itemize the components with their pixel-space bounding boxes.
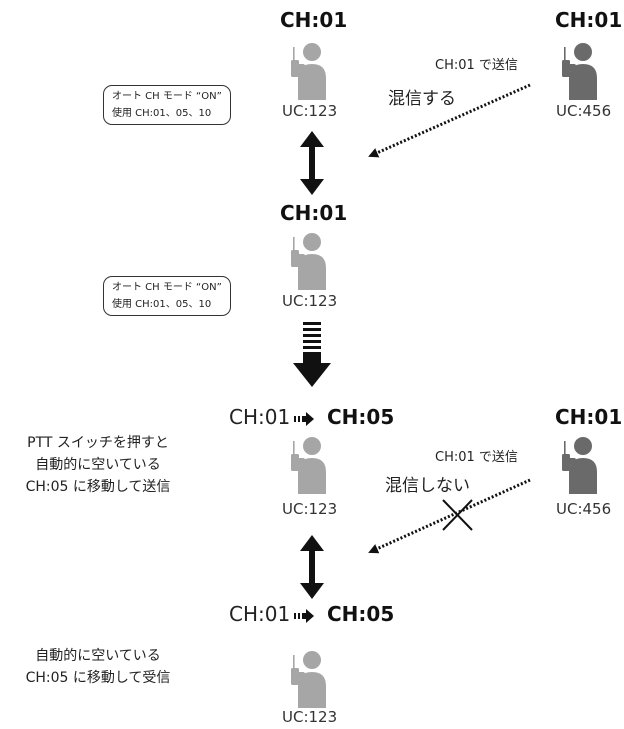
- to-channel-label: CH:05: [327, 405, 395, 429]
- blocked-arrow: [368, 478, 531, 554]
- bubble-line-2-2: 使用 CH:01、05、10: [112, 299, 212, 310]
- user-uc456-person-icon: [562, 43, 597, 100]
- ptt-explanation: PTT スイッチを押すと 自動的に空いている CH:05 に移動して送信: [0, 432, 196, 498]
- from-channel-label: CH:01: [229, 405, 291, 429]
- other-code-label-2: UC:456: [556, 500, 612, 518]
- side-line-1-2: 自動的に空いている: [35, 648, 161, 664]
- interference-label: 混信する: [388, 89, 456, 109]
- no-interference-label: 混信しない: [385, 476, 470, 496]
- own-code-label-4: UC:123: [282, 708, 338, 726]
- user-uc456-person-icon-2: [562, 437, 597, 494]
- channel-change-arrow-icon-2: [294, 609, 314, 623]
- bubble-line-2: 使用 CH:01、05、10: [112, 108, 212, 119]
- user-uc123-person-icon-4: [291, 651, 326, 708]
- channel-change-arrow-icon: [294, 412, 314, 426]
- bubble-line-1: オート CH モード “ON”: [112, 91, 222, 102]
- from-channel-label-2: CH:01: [229, 602, 291, 626]
- other-tx-label-2: CH:01 で送信: [435, 450, 518, 465]
- own-code-label-3: UC:123: [282, 500, 338, 518]
- side-line-2: 自動的に空いている: [35, 457, 161, 473]
- user-uc123-person-icon-2: [291, 233, 326, 290]
- auto-ch-bubble-2: オート CH モード “ON” 使用 CH:01、05、10: [103, 276, 231, 316]
- side-line-2-2: CH:05 に移動して受信: [25, 670, 171, 686]
- bubble-line-1-2: オート CH モード “ON”: [112, 282, 222, 293]
- receive-explanation: 自動的に空いている CH:05 に移動して受信: [0, 645, 196, 689]
- to-channel-label-2: CH:05: [327, 602, 395, 626]
- interference-arrow: [368, 83, 531, 158]
- other-code-label: UC:456: [556, 102, 612, 120]
- side-line-1: PTT スイッチを押すと: [27, 435, 169, 451]
- other-channel-label: CH:01: [555, 8, 623, 32]
- auto-ch-bubble: オート CH モード “ON” 使用 CH:01、05、10: [103, 85, 231, 125]
- user-uc123-person-icon-3: [291, 437, 326, 494]
- own-channel-label: CH:01: [280, 8, 348, 32]
- own-code-label-2: UC:123: [282, 292, 338, 310]
- side-line-3: CH:05 に移動して送信: [25, 479, 171, 495]
- other-tx-label: CH:01 で送信: [435, 58, 518, 73]
- user-uc123-person-icon: [291, 43, 326, 100]
- own-channel-label-2: CH:01: [280, 201, 348, 225]
- blocked-cross-icon: [442, 499, 473, 531]
- double-arrow-icon: [300, 131, 324, 195]
- down-arrow-icon: [293, 322, 331, 387]
- other-channel-label-2: CH:01: [555, 405, 623, 429]
- own-code-label: UC:123: [282, 102, 338, 120]
- double-arrow-icon-2: [300, 535, 324, 599]
